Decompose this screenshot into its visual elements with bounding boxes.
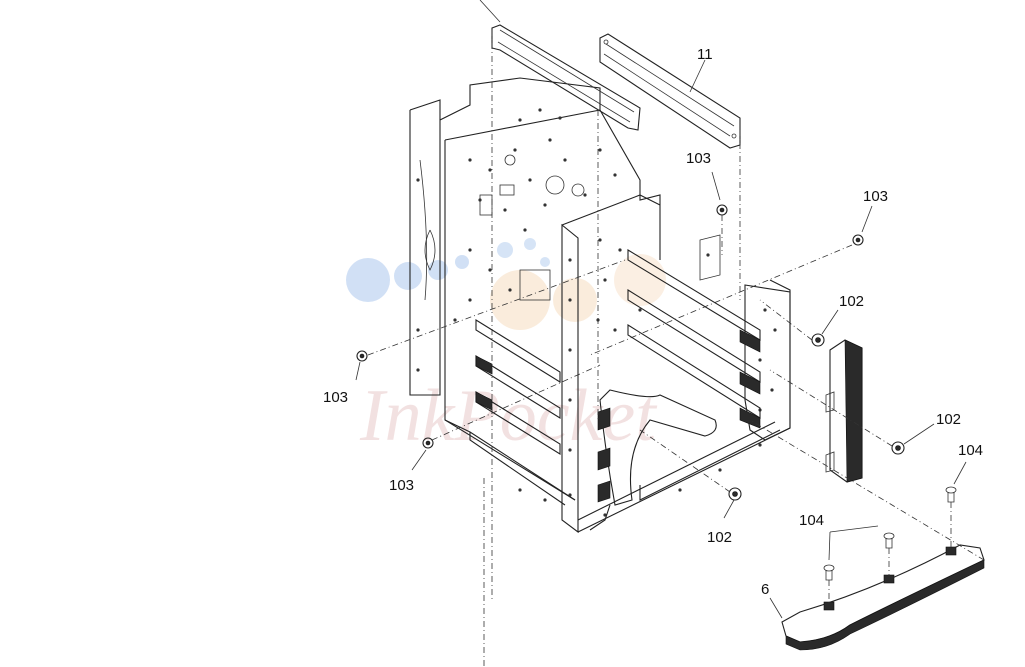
watermark-text: InkPocket bbox=[359, 375, 658, 457]
callout-103-left-upper: 103 bbox=[323, 389, 348, 406]
alignment-lines bbox=[367, 30, 985, 667]
screw-103-left-upper bbox=[356, 350, 368, 362]
front-frame bbox=[444, 194, 791, 534]
watermark-logo bbox=[346, 238, 666, 330]
screw-102-upper bbox=[811, 333, 825, 347]
callout-102-upper: 102 bbox=[839, 293, 864, 310]
callout-102-middle: 102 bbox=[936, 411, 961, 428]
screw-104-c bbox=[945, 486, 957, 503]
leader-lines bbox=[355, 0, 967, 619]
screw-103-left-lower bbox=[422, 437, 434, 449]
callout-103-top: 103 bbox=[686, 150, 711, 167]
base-foot-part-6 bbox=[781, 544, 985, 651]
callout-103-right: 103 bbox=[863, 188, 888, 205]
callout-104-right: 104 bbox=[958, 442, 983, 459]
screw-104-a bbox=[823, 564, 835, 581]
rear-top-rail bbox=[491, 24, 641, 131]
callout-104-left: 104 bbox=[799, 512, 824, 529]
inner-support-arm bbox=[597, 389, 717, 506]
screw-103-top bbox=[716, 204, 728, 216]
right-side-panel bbox=[699, 234, 791, 441]
screw-103-right bbox=[852, 234, 864, 246]
rail-part-11 bbox=[599, 33, 741, 149]
callout-102-lower: 102 bbox=[707, 529, 732, 546]
rear-frame-panel bbox=[409, 77, 661, 501]
screw-104-b bbox=[883, 532, 895, 549]
callout-11: 11 bbox=[697, 46, 713, 63]
tray-rails-right bbox=[627, 249, 761, 429]
side-cover-panel bbox=[825, 339, 863, 483]
callout-6: 6 bbox=[761, 581, 769, 598]
tray-rails-left bbox=[475, 319, 561, 455]
screw-102-middle bbox=[891, 441, 905, 455]
screw-102-lower bbox=[728, 487, 742, 501]
callout-103-left-lower: 103 bbox=[389, 477, 414, 494]
